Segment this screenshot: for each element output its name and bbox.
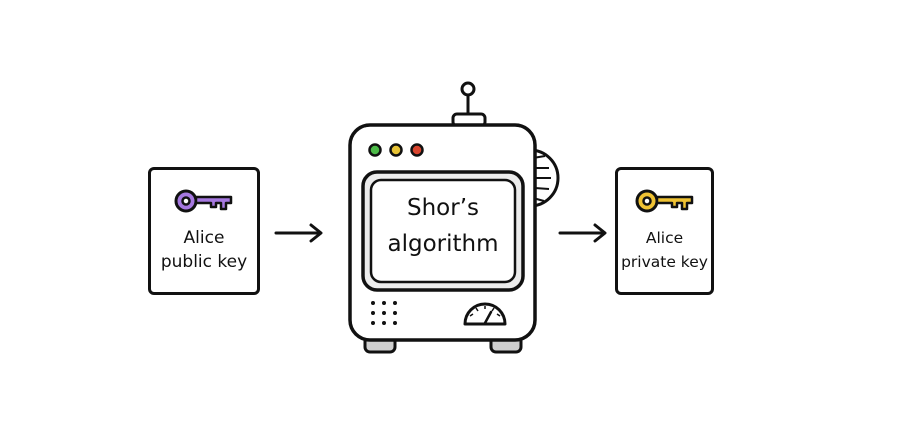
gauge-icon	[463, 302, 507, 326]
private-key-card: Alice private key	[615, 167, 714, 295]
public-key-line-1: Alice	[183, 228, 225, 248]
private-key-label: Alice private key	[618, 226, 711, 274]
antenna-icon	[451, 81, 487, 128]
algorithm-line-2: algorithm	[387, 231, 499, 257]
shor-machine	[348, 81, 560, 354]
green-light-icon	[368, 143, 382, 157]
purple-key-icon	[174, 189, 233, 213]
public-key-line-2: public key	[160, 252, 248, 272]
private-key-line-2: private key	[621, 253, 708, 271]
public-key-card: Alice public key	[148, 167, 260, 295]
arrow-to-private-key	[558, 223, 607, 243]
arrow-to-algorithm	[274, 223, 323, 243]
screen	[369, 178, 517, 284]
public-key-label: Alice public key	[151, 226, 257, 274]
yellow-light-icon	[389, 143, 403, 157]
yellow-key-icon	[635, 189, 693, 213]
speaker-grille-icon	[371, 301, 397, 325]
algorithm-label: Shor’s algorithm	[363, 190, 523, 262]
algorithm-line-1: Shor’s	[407, 195, 479, 221]
red-light-icon	[410, 143, 424, 157]
private-key-line-1: Alice	[645, 229, 684, 247]
